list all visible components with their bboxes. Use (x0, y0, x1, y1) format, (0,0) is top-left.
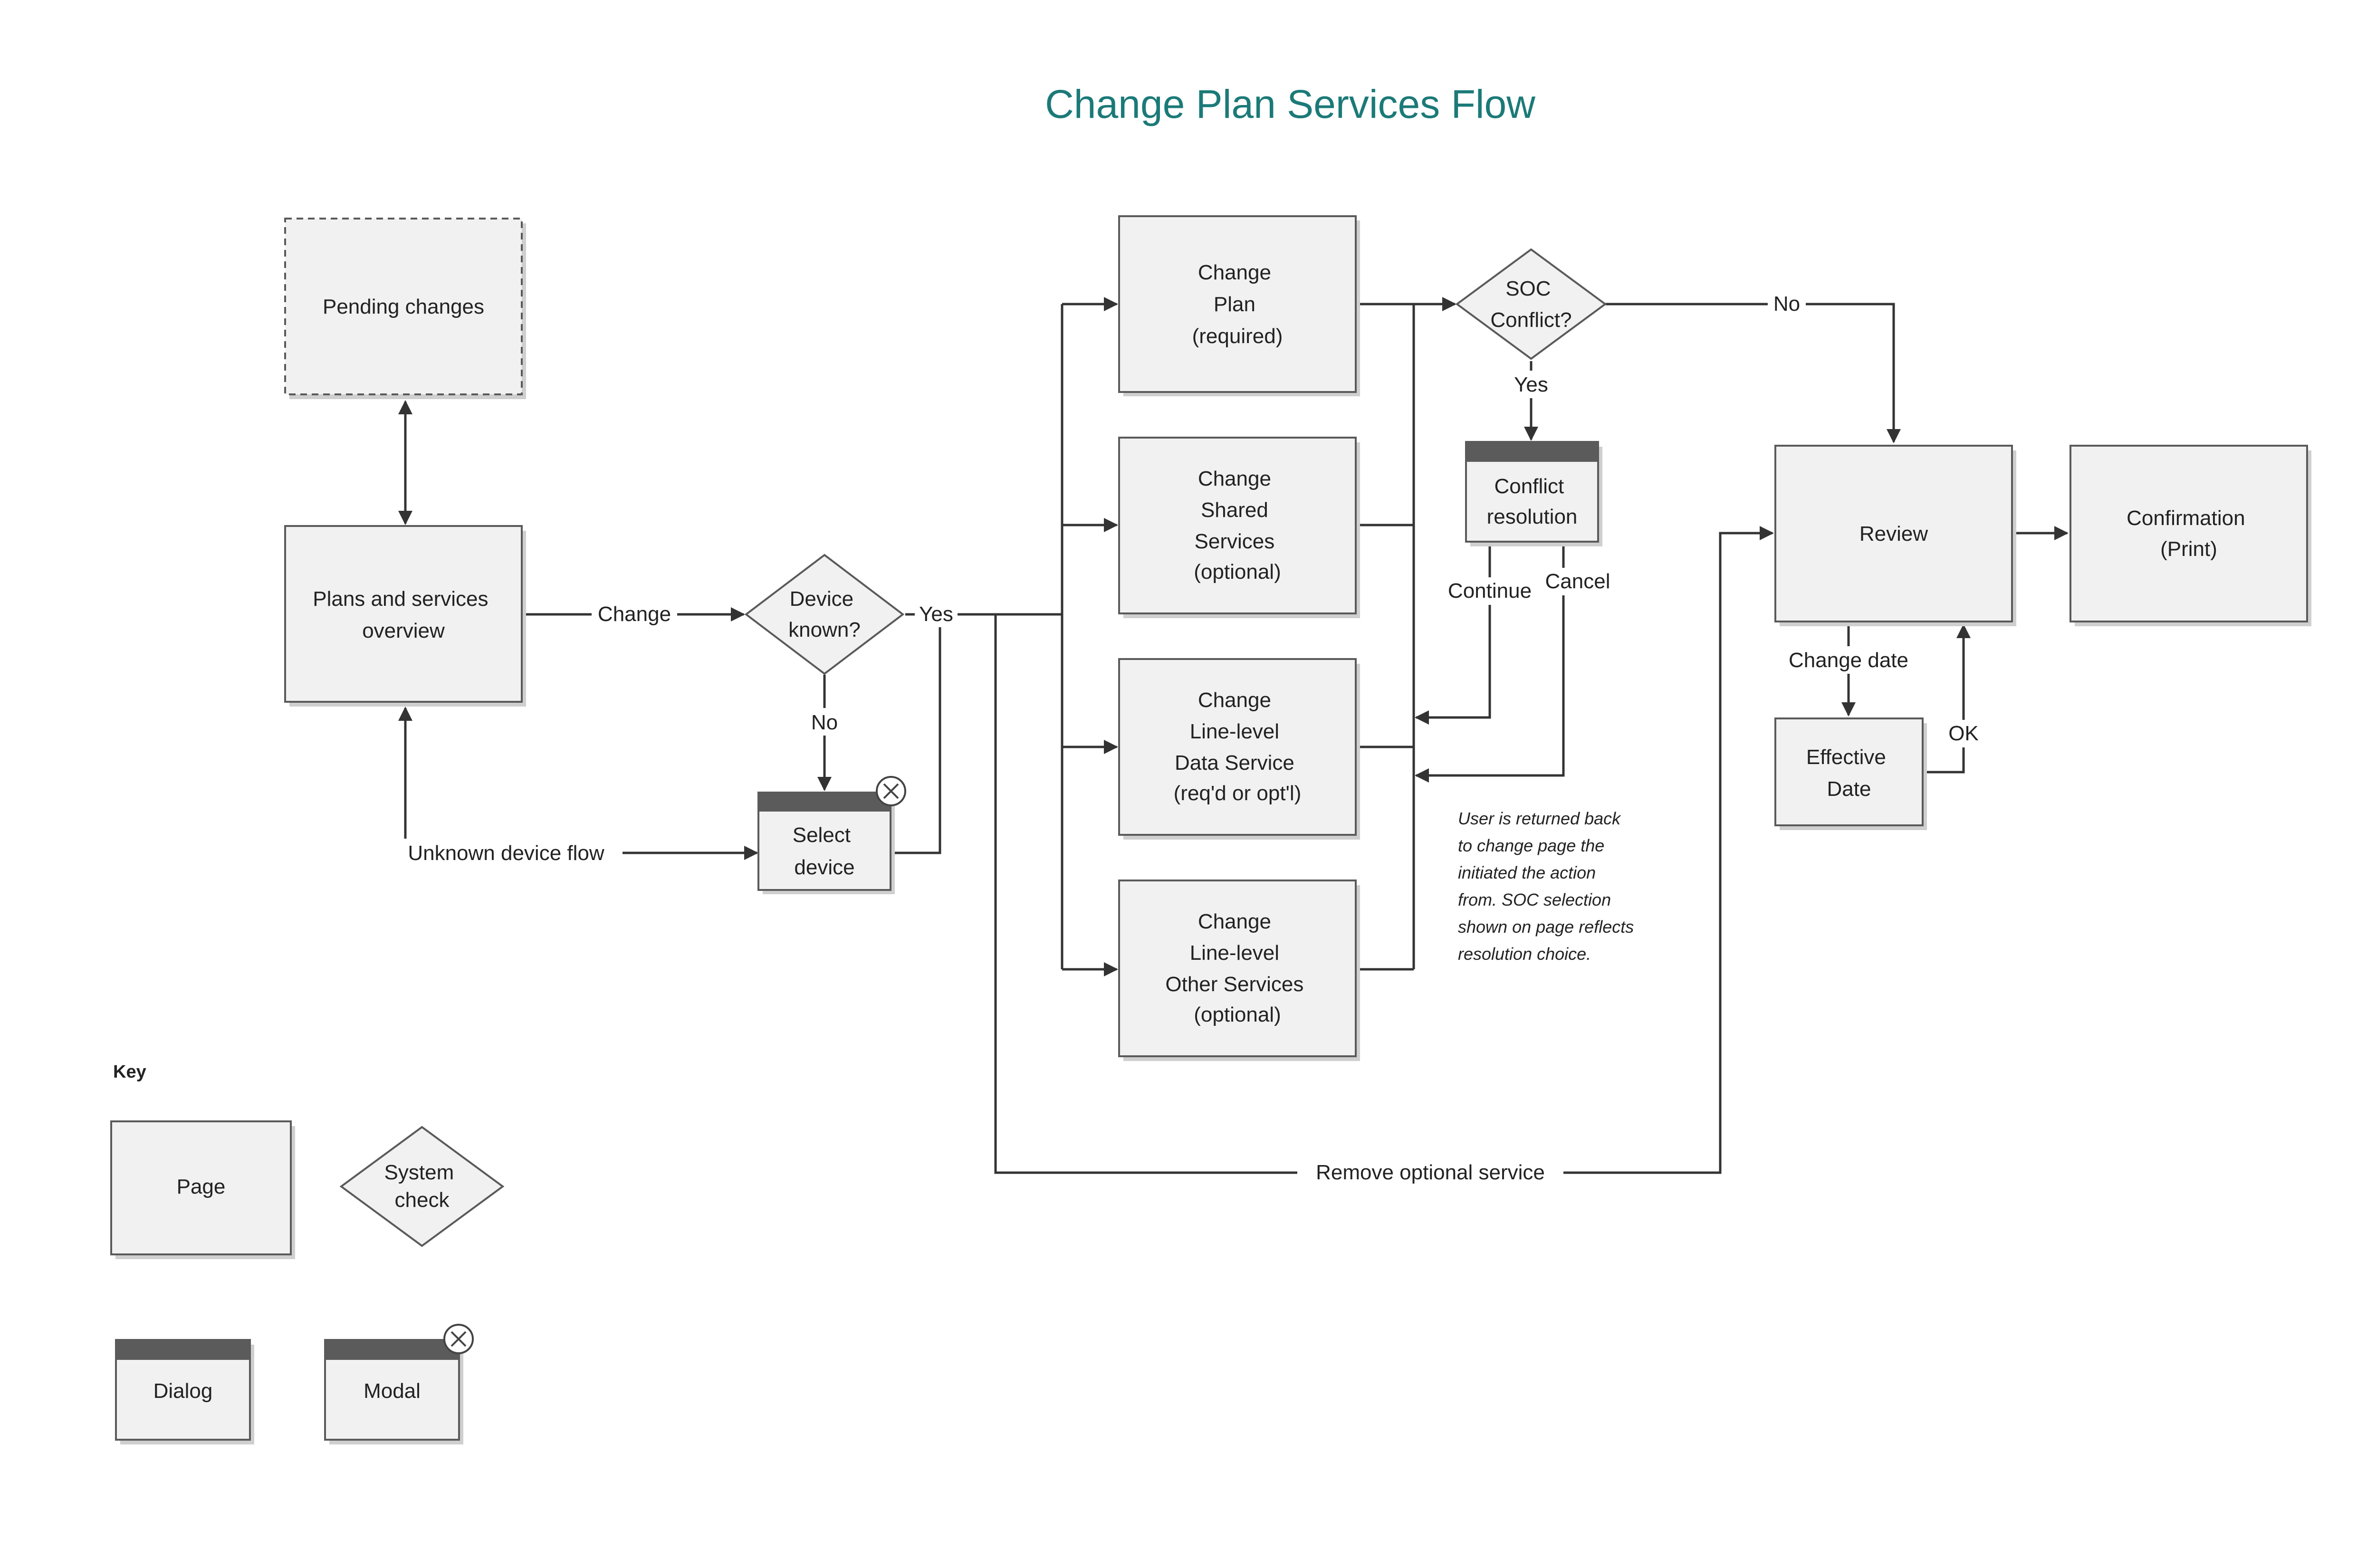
node-conflict-resolution-line2: resolution (1487, 505, 1578, 528)
key-legend: Key Page System check Dialog (110, 1062, 505, 1444)
edge-remove-optional (994, 526, 1774, 1174)
node-change-data-line2: Line-level (1190, 720, 1279, 743)
node-pending-changes: Pending changes (284, 218, 526, 399)
key-page-label: Page (177, 1175, 226, 1198)
node-change-plan: Change Plan (required) (1118, 215, 1360, 396)
svg-text:Select device: Select device (793, 823, 857, 879)
edge-label-cancel: Cancel (1545, 570, 1610, 593)
edge-label-soc-yes: Yes (1514, 373, 1548, 396)
node-change-plan-line3: (required) (1192, 325, 1283, 348)
node-device-known-line1: Device (790, 587, 854, 611)
close-icon (443, 1324, 474, 1354)
edge-label-no: No (811, 711, 838, 734)
node-soc-conflict-line1: SOC (1505, 277, 1551, 300)
edge-label-yes: Yes (919, 602, 953, 626)
node-plans-overview-line2: overview (362, 619, 445, 642)
node-device-known-line2: known? (788, 618, 861, 641)
node-plans-overview: Plans and services overview (284, 525, 526, 707)
node-change-plan-line1: Change (1198, 261, 1271, 284)
edge-label-change-date: Change date (1789, 649, 1908, 672)
edge-continue (1415, 545, 1491, 725)
svg-text:Confirmation (Print): Confirmation (Print) (2127, 507, 2251, 561)
svg-text:SOC Conflict?: SOC Conflict? (1490, 277, 1571, 332)
resolution-note: User is returned back to change page the… (1458, 809, 1638, 964)
edge-label-change: Change (598, 602, 671, 626)
node-soc-conflict: SOC Conflict? (1455, 248, 1607, 360)
node-pending-changes-label: Pending changes (323, 295, 484, 318)
node-change-data-line1: Change (1198, 688, 1271, 712)
key-dialog: Dialog (115, 1339, 254, 1444)
svg-text:Change Line-level: Change Line-level Other Services (option… (1165, 910, 1309, 1026)
key-modal-label: Modal (364, 1379, 421, 1403)
key-title: Key (113, 1062, 146, 1082)
node-confirmation-line2: (Print) (2160, 537, 2217, 561)
edge-label-remove-optional: Remove optional service (1316, 1161, 1545, 1184)
node-change-shared: Change Shared Services (optional) (1118, 437, 1360, 618)
edge-select-to-yes (893, 600, 947, 854)
node-change-data-line4: (req'd or opt'l) (1174, 782, 1302, 805)
edge-cancel (1415, 545, 1565, 783)
node-confirmation-line1: Confirmation (2127, 507, 2245, 530)
node-change-shared-line3: Services (1195, 530, 1275, 553)
node-conflict-resolution: Conflict resolution (1465, 441, 1602, 546)
connectors (398, 297, 2069, 1174)
node-select-device-line2: device (794, 856, 854, 879)
node-change-other-line3: Other Services (1165, 973, 1303, 996)
key-page: Page (110, 1120, 295, 1259)
node-change-other-line2: Line-level (1190, 941, 1279, 965)
node-plans-overview-line1: Plans and services (313, 587, 488, 611)
key-system-check: System check (339, 1126, 505, 1247)
svg-text:Change Shared Serv: Change Shared Services (optional) (1194, 467, 1281, 583)
node-change-shared-line4: (optional) (1194, 560, 1281, 583)
node-conflict-resolution-line1: Conflict (1495, 475, 1564, 498)
node-confirmation: Confirmation (Print) (2069, 445, 2311, 626)
svg-text:System check: System check (384, 1161, 460, 1212)
close-icon (876, 776, 906, 806)
svg-text:Conflict resolution: Conflict resolution (1487, 475, 1578, 528)
edge-labels: Change Yes No Unknown device flow No Yes… (390, 290, 1984, 1186)
node-change-plan-line2: Plan (1214, 293, 1255, 316)
node-soc-conflict-line2: Conflict? (1490, 308, 1571, 332)
key-modal: Modal (324, 1324, 474, 1444)
node-review-label: Review (1859, 522, 1928, 545)
svg-text:Change Line-level: Change Line-level Data Service (req'd or… (1174, 688, 1302, 805)
node-change-data: Change Line-level Data Service (req'd or… (1118, 658, 1360, 840)
diagram-title: Change Plan Services Flow (1045, 82, 1535, 126)
node-select-device-line1: Select (793, 823, 851, 847)
node-change-other: Change Line-level Other Services (option… (1118, 880, 1360, 1061)
edge-ok (1922, 624, 1971, 774)
node-change-data-line3: Data Service (1175, 751, 1294, 774)
svg-text:Effective Date: Effective Date (1806, 746, 1892, 801)
node-effective-date-line1: Effective (1806, 746, 1886, 769)
svg-text:Change Plan (requi: Change Plan (required) (1192, 261, 1283, 348)
node-change-shared-line1: Change (1198, 467, 1271, 490)
node-effective-date-line2: Date (1827, 777, 1871, 801)
edge-label-soc-no: No (1773, 292, 1800, 316)
node-review: Review (1774, 445, 2016, 626)
edge-soc-no (1604, 303, 1901, 443)
edge-label-ok: OK (1948, 722, 1979, 745)
node-device-known: Device known? (744, 554, 905, 675)
key-system-check-line2: check (395, 1188, 450, 1212)
svg-text:Plans and services overv: Plans and services overview (313, 587, 494, 642)
key-dialog-label: Dialog (153, 1379, 213, 1403)
edge-label-continue: Continue (1448, 579, 1532, 602)
edge-label-unknown-device: Unknown device flow (408, 841, 604, 865)
node-select-device: Select device (757, 776, 906, 894)
node-change-other-line1: Change (1198, 910, 1271, 933)
key-system-check-line1: System (384, 1161, 454, 1184)
node-change-shared-line2: Shared (1201, 498, 1268, 522)
svg-text:Device known?: Device known? (788, 587, 861, 641)
node-change-other-line4: (optional) (1194, 1003, 1281, 1026)
node-effective-date: Effective Date (1774, 717, 1927, 830)
